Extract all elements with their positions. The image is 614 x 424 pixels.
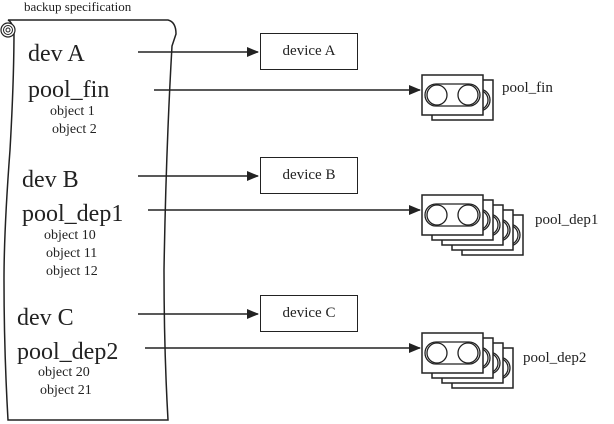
scroll-icon — [0, 19, 177, 421]
object-label: object 12 — [46, 264, 98, 279]
object-label: object 1 — [50, 104, 95, 119]
pool-dep2-tape-label: pool_dep2 — [523, 350, 587, 366]
tape-stack-icon — [421, 74, 494, 121]
dev-b-label: dev B — [22, 167, 79, 193]
pool-fin-label: pool_fin — [28, 77, 110, 103]
dev-a-label: dev A — [28, 41, 85, 67]
object-label: object 21 — [40, 383, 92, 398]
dev-c-label: dev C — [17, 305, 74, 331]
tape-stack-icon — [421, 194, 524, 256]
object-label: object 11 — [46, 246, 98, 261]
pool-fin-tape-label: pool_fin — [502, 80, 553, 96]
object-label: object 20 — [38, 365, 90, 380]
tape-stack-icon — [421, 332, 514, 389]
scroll-title: backup specification — [24, 0, 132, 14]
pool-dep1-tape-label: pool_dep1 — [535, 212, 599, 228]
pool-dep2-label: pool_dep2 — [17, 339, 119, 365]
object-label: object 2 — [52, 122, 97, 137]
device-a-box: device A — [260, 33, 358, 70]
pool-dep1-label: pool_dep1 — [22, 201, 124, 227]
device-b-box: device B — [260, 157, 358, 194]
device-c-box: device C — [260, 295, 358, 332]
object-label: object 10 — [44, 228, 96, 243]
